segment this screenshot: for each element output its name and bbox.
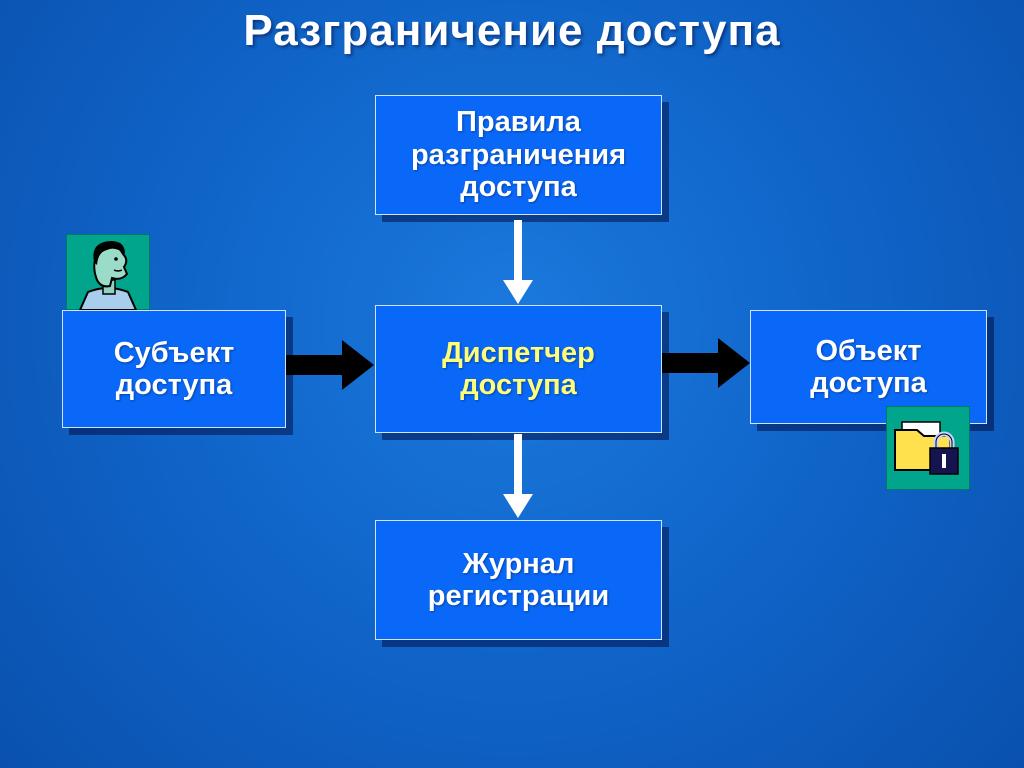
arrow-dispatcher-to-journal-icon [503,434,533,518]
node-access-object: Объект доступа [750,310,987,424]
node-label-line: разграничения [410,138,627,171]
node-label-line: Диспетчер [442,336,595,369]
node-label-line: доступа [810,367,927,399]
node-label-line: Субъект [113,336,235,369]
node-access-subject: Субъект доступа [62,310,286,428]
node-label-line: доступа [115,369,233,401]
node-registration-journal: Журнал регистрации [375,520,662,640]
node-access-dispatcher: Диспетчер доступа [375,305,662,433]
node-label-line: Журнал [462,547,575,580]
user-icon [66,234,150,310]
node-label-line: доступа [460,369,577,401]
page-title: Разграничение доступа [243,6,781,55]
arrow-subject-to-dispatcher-icon [286,340,374,390]
node-label-line: Объект [815,334,922,367]
node-label-line: доступа [460,171,577,204]
arrow-dispatcher-to-object-icon [662,338,750,388]
node-access-rules: Правила разграничения доступа [375,95,662,215]
node-label-line: Правила [456,106,581,139]
locked-folder-icon [886,406,970,490]
node-label-line: регистрации [427,580,610,612]
arrow-rules-to-dispatcher-icon [503,220,533,304]
